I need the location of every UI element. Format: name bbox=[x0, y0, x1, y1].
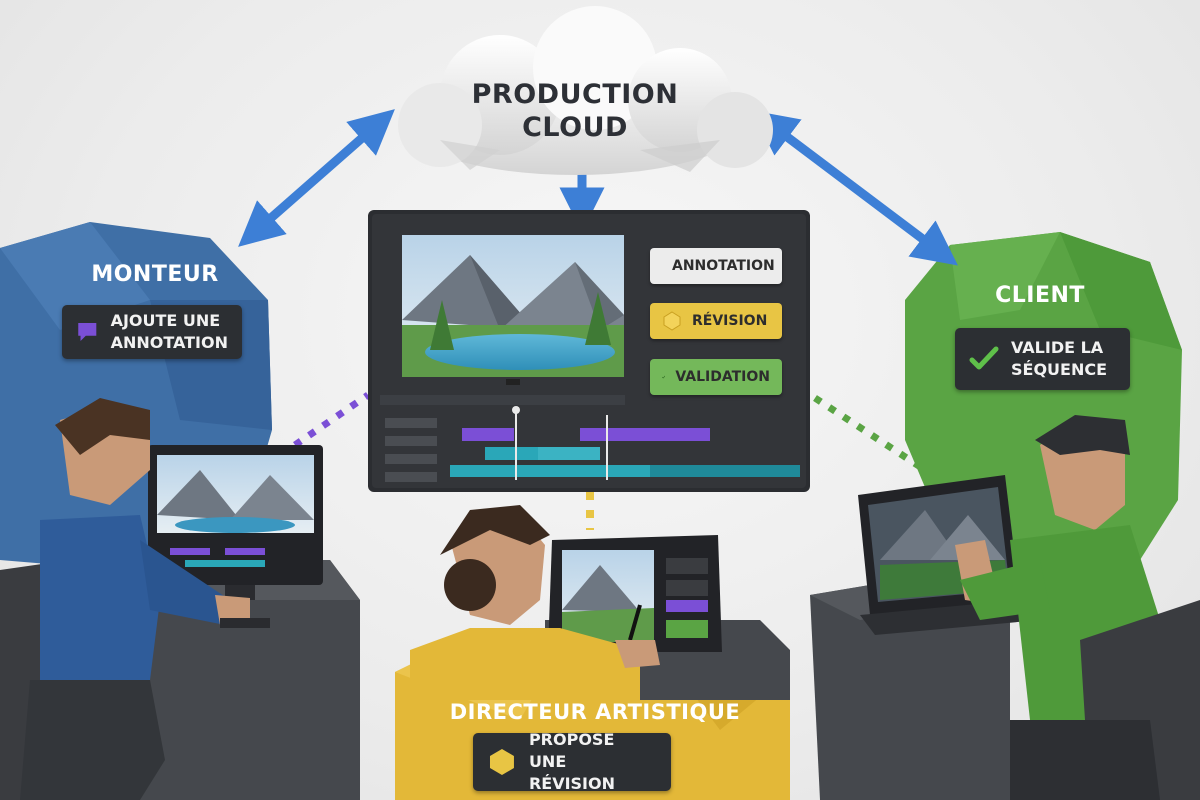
production-cloud bbox=[398, 6, 773, 175]
client-action-card: VALIDE LA SÉQUENCE bbox=[955, 328, 1130, 390]
directeur-action-line1: PROPOSE UNE bbox=[528, 730, 615, 771]
validation-tag-label: VALIDATION bbox=[675, 369, 770, 385]
revision-tag-label: RÉVISION bbox=[692, 313, 768, 329]
cloud-title: PRODUCTION CLOUD bbox=[440, 78, 710, 144]
hexagon-icon bbox=[663, 311, 681, 331]
monteur-action-line1: AJOUTE UNE bbox=[110, 311, 221, 330]
cloud-title-line2: CLOUD bbox=[522, 112, 628, 143]
validation-tag: VALIDATION bbox=[650, 359, 782, 395]
hexagon-icon bbox=[489, 749, 514, 775]
directeur-action-card: PROPOSE UNE RÉVISION bbox=[473, 730, 671, 793]
directeur-title: DIRECTEUR ARTISTIQUE bbox=[449, 700, 741, 724]
dotted-connectors bbox=[293, 392, 927, 530]
client-title: CLIENT bbox=[995, 283, 1085, 308]
checkmark-icon bbox=[662, 375, 666, 379]
speech-bubble-icon bbox=[78, 322, 97, 342]
monteur-title: MONTEUR bbox=[91, 262, 219, 287]
annotation-tag-label: ANNOTATION bbox=[672, 258, 775, 274]
cloud-title-line1: PRODUCTION bbox=[471, 79, 679, 110]
timeline bbox=[380, 395, 800, 482]
annotation-tag: ANNOTATION bbox=[650, 248, 782, 284]
checkmark-icon bbox=[969, 346, 999, 370]
directeur-action-line2: RÉVISION bbox=[528, 774, 615, 793]
client-action-line2: SÉQUENCE bbox=[1011, 360, 1108, 379]
directeur-station bbox=[410, 505, 722, 700]
video-preview bbox=[402, 235, 624, 377]
revision-tag: RÉVISION bbox=[650, 303, 782, 339]
client-person bbox=[955, 415, 1200, 800]
monteur-action-line2: ANNOTATION bbox=[110, 333, 228, 352]
client-action-line1: VALIDE LA bbox=[1011, 338, 1104, 357]
monteur-action-card: AJOUTE UNE ANNOTATION bbox=[62, 305, 242, 359]
monteur-monitor bbox=[148, 445, 323, 600]
monteur-person bbox=[0, 398, 270, 800]
sync-arrows bbox=[238, 109, 958, 266]
